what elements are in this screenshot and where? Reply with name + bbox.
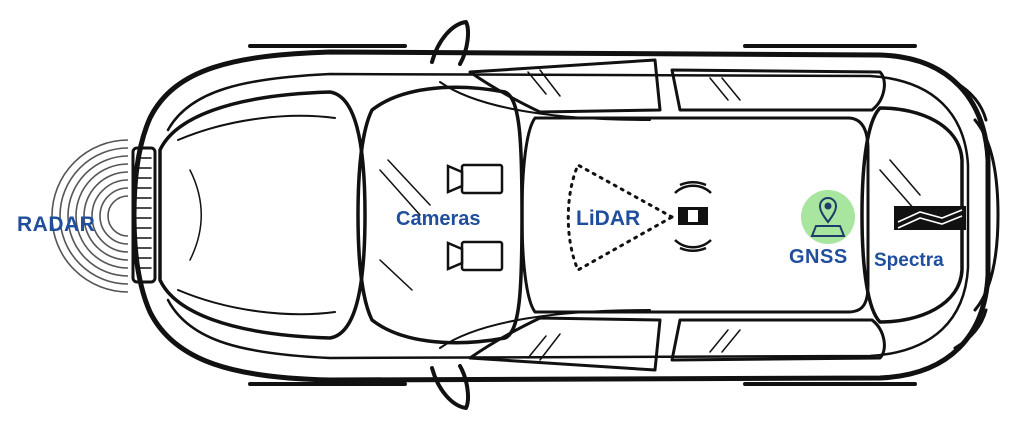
body-inner-line bbox=[166, 72, 970, 360]
side-mirror-bottom bbox=[430, 364, 470, 410]
gnss-map-pin-icon bbox=[810, 197, 846, 237]
radar-label: RADAR bbox=[17, 213, 96, 236]
camera-icon-top bbox=[446, 163, 504, 195]
spectra-label: Spectra bbox=[874, 250, 944, 271]
front-grille bbox=[131, 146, 157, 284]
side-mirror-top bbox=[430, 20, 470, 66]
rear-window bbox=[860, 106, 964, 324]
windshield bbox=[356, 85, 524, 345]
rear-bumper bbox=[973, 118, 1000, 312]
grille-slats bbox=[136, 157, 152, 269]
window-front-top bbox=[468, 58, 662, 114]
camera-icon-bottom bbox=[446, 240, 504, 272]
lidar-sensor-icon bbox=[674, 180, 712, 253]
rear-window-glare bbox=[879, 159, 921, 211]
lidar-fov-cone bbox=[566, 162, 674, 273]
cameras-label: Cameras bbox=[396, 208, 481, 230]
spectra-sensor-icon bbox=[894, 206, 966, 230]
window-front-bottom bbox=[468, 316, 662, 372]
gnss-label: GNSS bbox=[789, 246, 848, 268]
lidar-label: LiDAR bbox=[576, 207, 641, 230]
hood-ridge-top bbox=[177, 114, 336, 141]
hood-ridge-center bbox=[189, 169, 202, 261]
roof-outline-top bbox=[439, 81, 651, 121]
hood-ridge-bottom bbox=[177, 289, 336, 316]
hood bbox=[158, 90, 367, 340]
window-rear-top bbox=[670, 68, 886, 112]
window-glare-lines bbox=[527, 69, 741, 361]
radar-waves-icon bbox=[51, 139, 129, 293]
roof-outline-bottom bbox=[439, 309, 651, 349]
tail-light-bottom bbox=[953, 308, 988, 350]
window-rear-bottom bbox=[670, 318, 886, 362]
windshield-glare bbox=[379, 159, 431, 291]
car-body-outline bbox=[131, 49, 991, 383]
tail-light-top bbox=[953, 80, 988, 122]
